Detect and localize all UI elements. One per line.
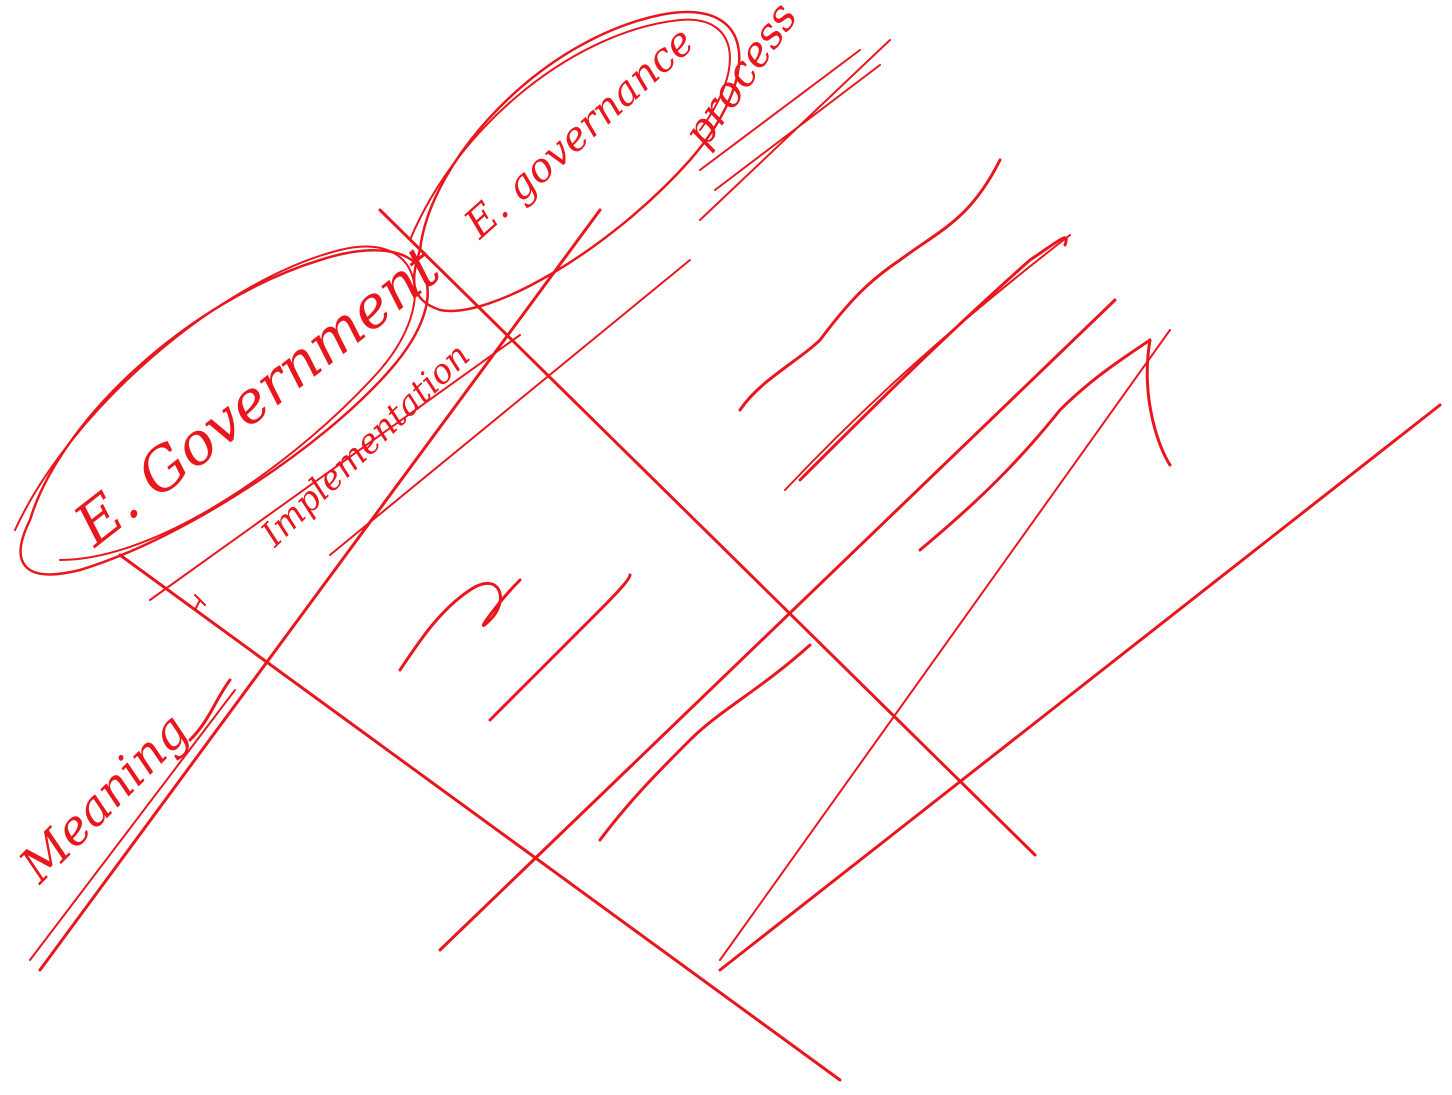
- scribble-right: [920, 340, 1170, 550]
- underline-scribble-top-right: [800, 238, 1066, 480]
- ink-strokes: [15, 12, 1440, 1080]
- scribble-center: [400, 580, 520, 670]
- scribble-center-2: [490, 575, 630, 720]
- label-process: process: [673, 0, 807, 156]
- diagonal-line-mid: [440, 300, 1115, 950]
- mark-small: [195, 595, 205, 610]
- diagonal-line-lower: [120, 555, 840, 1080]
- label-meaning: Meaning: [8, 703, 200, 895]
- diagonal-line-right: [720, 405, 1440, 970]
- diagonal-line-right-2: [720, 330, 1170, 960]
- scribble-top-right: [740, 160, 1000, 410]
- scribble-lower: [600, 645, 810, 840]
- scribble-meaning-mark: [190, 680, 230, 740]
